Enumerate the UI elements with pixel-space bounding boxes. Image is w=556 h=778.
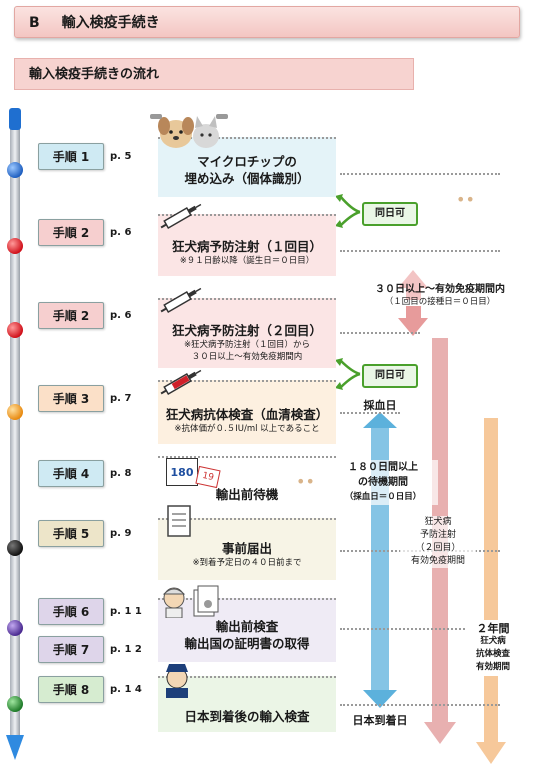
section-header-b: B 輸入検疫手続き	[14, 6, 520, 38]
dotted-line	[340, 628, 500, 630]
same-day-arrow-1b	[339, 210, 361, 227]
import-title: 日本到着後の輸入検査	[184, 709, 310, 724]
dot-step-3	[7, 404, 23, 420]
section-title: 輸入検疫手続き	[61, 15, 160, 31]
step-2a-page: p. 6	[110, 227, 132, 238]
cat-and-dog-icon	[150, 114, 228, 148]
dot-step-5	[7, 540, 23, 556]
notice-title: 事前届出	[221, 541, 272, 556]
panel-import-inspection: 日本到着後の輸入検査	[158, 676, 336, 732]
step-1-page: p. 5	[110, 151, 132, 162]
step-4-page: p. 8	[110, 468, 132, 479]
timeline-bar	[10, 112, 20, 737]
antibody-note: ※抗体価が０.５IU/ml 以上であること	[174, 424, 320, 434]
antibody-validity-arrow	[476, 418, 506, 764]
export-line2: 輸出国の証明書の取得	[184, 636, 310, 651]
dotted-line	[340, 704, 500, 706]
step-5-page: p. 9	[110, 528, 132, 539]
interval-arrow-down	[398, 306, 428, 336]
antibody-validity-label: ２年間 狂犬病 抗体検査 有効期間	[466, 620, 520, 676]
step-2b-page: p. 6	[110, 310, 132, 321]
step-2a-label: 手順 2	[38, 219, 104, 246]
dotted-line	[340, 173, 500, 175]
interval-arrow-up	[398, 270, 428, 300]
flow-header: 輸入検疫手続きの流れ	[14, 58, 414, 90]
dot-step-1	[7, 162, 23, 178]
syringe-icon	[160, 287, 202, 313]
dotted-line	[340, 250, 500, 252]
rabies2-title: 狂犬病予防注射（２回目）	[171, 323, 322, 338]
panel-antibody: 狂犬病抗体検査（血清検査） ※抗体価が０.５IU/ml 以上であること	[158, 380, 336, 444]
step-2b-label: 手順 2	[38, 302, 104, 329]
paw-print-icon: ••	[296, 472, 315, 491]
step-1-label: 手順 1	[38, 143, 104, 170]
dot-step-2a	[7, 238, 23, 254]
step-6-label: 手順 6	[38, 598, 104, 625]
panel-export-inspection: 輸出前検査 輸出国の証明書の取得	[158, 598, 336, 662]
paw-print-icon: ••	[456, 190, 475, 209]
wait-period-label: １８０日間以上 の待機期間 （採血日＝０日目）	[328, 460, 438, 505]
waiting-title: 輸出前待機	[215, 487, 279, 502]
step-8-page: p. 1 4	[110, 684, 142, 695]
dot-step-6	[7, 620, 23, 636]
step-8-label: 手順 8	[38, 676, 104, 703]
same-day-badge-2: 同日可	[362, 364, 418, 388]
calendar-icon: 180 19	[166, 456, 226, 489]
rabies1-note: ※９１日齢以降（誕生日＝０日目）	[179, 256, 315, 266]
syringe-icon	[160, 203, 202, 229]
notice-note: ※到着予定日の４０日前まで	[192, 558, 302, 568]
interval-label: ３０日以上～有効免疫期間内 （１回目の接種日＝０日目）	[375, 284, 505, 307]
microchip-line2: 埋め込み（個体識別）	[184, 171, 310, 186]
step-4-label: 手順 4	[38, 460, 104, 487]
dot-step-2b	[7, 322, 23, 338]
dotted-line	[340, 332, 420, 334]
step-5-label: 手順 5	[38, 520, 104, 547]
section-letter: B	[29, 15, 40, 31]
arrival-day-label: 日本到着日	[340, 712, 420, 728]
dotted-line	[340, 412, 400, 414]
document-icon	[167, 505, 191, 537]
microchip-line1: マイクロチップの	[197, 154, 297, 169]
step-7-label: 手順 7	[38, 636, 104, 663]
dot-step-8	[7, 696, 23, 712]
panel-rabies-2: 狂犬病予防注射（２回目） ※狂犬病予防注射（１回目）から ３０日以上～有効免疫期…	[158, 298, 336, 368]
rabies-validity-label: 狂犬病 予防注射 （２回目） 有効免疫期間	[400, 516, 476, 568]
export-line1: 輸出前検査	[215, 619, 279, 634]
blood-syringe-icon	[160, 369, 202, 395]
step-3-page: p. 7	[110, 393, 132, 404]
officer-icon	[166, 664, 188, 698]
inspector-and-documents-icon	[162, 585, 219, 618]
panel-rabies-1: 狂犬病予防注射（１回目） ※９１日齢以降（誕生日＝０日目）	[158, 214, 336, 276]
step-3-label: 手順 3	[38, 385, 104, 412]
same-day-arrow-1a	[339, 195, 361, 214]
rabies1-title: 狂犬病予防注射（１回目）	[171, 239, 322, 254]
timeline-arrow-head	[6, 735, 24, 760]
rabies2-note2: ３０日以上～有効免疫期間内	[191, 352, 303, 362]
same-day-arrow-2a	[339, 359, 361, 376]
blood-day-label: 採血日	[363, 399, 397, 412]
timeline-cap	[9, 108, 21, 130]
step-7-page: p. 1 2	[110, 644, 142, 655]
same-day-arrow-2b	[339, 372, 361, 389]
rabies2-note1: ※狂犬病予防注射（１回目）から	[183, 340, 311, 350]
same-day-badge-1: 同日可	[362, 202, 418, 226]
antibody-title: 狂犬病抗体検査（血清検査）	[165, 407, 329, 422]
panel-microchip: マイクロチップの 埋め込み（個体識別）	[158, 137, 336, 197]
step-6-page: p. 1 1	[110, 606, 142, 617]
